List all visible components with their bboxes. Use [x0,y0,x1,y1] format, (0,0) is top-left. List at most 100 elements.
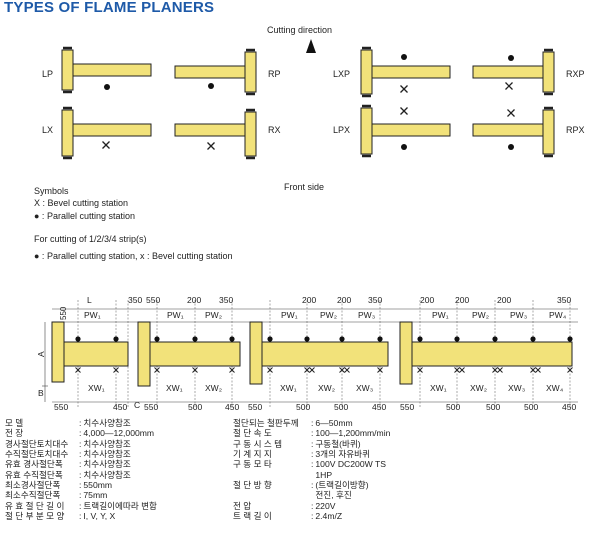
dim-xw1: XW₁ [280,383,297,393]
dim-pw1: PW₁ [84,310,101,320]
spec-row: 최소경사절단폭:550mm [5,480,113,491]
parallel-station-dot [508,144,514,150]
dim-450: 450 [372,402,386,412]
bevel-station-mark [399,106,409,116]
parallel-station-dot [208,83,214,89]
dim-xw2: XW₂ [470,383,487,393]
dim-l: L [87,295,92,305]
spec-row: 경사절단토치대수:치수사양참조 [5,438,131,449]
dim-xw1: XW₁ [88,383,105,393]
front-side-label: Front side [284,182,324,192]
dim-pw2: PW₂ [205,310,222,320]
dim-xw3: XW₃ [356,383,373,393]
strip-legend: ● : Parallel cutting station, x : Bevel … [34,251,233,261]
type-label-lxp: LXP [333,69,350,79]
planer-rpx: RPX [472,106,585,158]
spec-row: 구 동 모 타:100V DC200W TS [233,459,386,470]
spec-row: 전 장:4,000—12,000mm [5,428,155,439]
dim-200: 200 [455,295,469,305]
dim-450: 450 [562,402,576,412]
planer-lp: LP [42,46,152,94]
dim-pw1: PW₁ [432,310,449,320]
dim-550: 550 [59,306,68,320]
dim-xw2: XW₂ [205,383,222,393]
spec-row: 1HP [315,469,333,480]
dim-xw1: XW₁ [430,383,447,393]
spec-row: 절 단 속 도:100—1,200mm/min [233,428,391,439]
planer-rxp: RXP [472,48,585,96]
strip-diagram-2 [137,321,241,387]
spec-row: 수직절단토치대수:치수사양참조 [5,449,131,460]
strip-diagram-1 [51,321,129,383]
cutting-direction-label: Cutting direction [267,25,332,35]
dim-550: 550 [146,295,160,305]
dim-xw2: XW₂ [318,383,335,393]
parallel-station-dot [401,144,407,150]
dim-500: 500 [446,402,460,412]
dim-500: 500 [486,402,500,412]
dim-pw3: PW₃ [358,310,375,320]
dim-200: 200 [302,295,316,305]
strip-diagram-4 [399,321,573,385]
type-label-lpx: LPX [333,125,350,135]
dim-550: 550 [248,402,262,412]
symbol-parallel: ● : Parallel cutting station [34,211,135,221]
dim-pw4: PW₄ [549,310,567,320]
symbols-heading: Symbols [34,186,69,196]
dim-c: C [134,400,140,410]
dim-b: B [38,388,44,398]
dim-500: 500 [188,402,202,412]
cutting-direction-arrow [306,39,316,53]
bevel-station-mark [101,140,111,150]
bevel-station-mark [206,141,216,151]
dim-500: 500 [296,402,310,412]
dim-pw2: PW₂ [320,310,337,320]
page-title: TYPES OF FLAME PLANERS [4,0,215,16]
dim-pw3: PW₃ [510,310,527,320]
spec-table-right: 절단되는 철판두께:6—50mm 절 단 속 도:100—1,200mm/min… [233,418,593,521]
dim-450: 450 [113,402,127,412]
spec-row: 절단되는 철판두께:6—50mm [233,418,353,428]
bevel-station-mark [504,81,514,91]
spec-table-left: 모 델:치수사양참조 전 장:4,000—12,000mm 경사절단토치대수:치… [5,418,305,521]
type-label-lx: LX [42,125,53,135]
spec-row: 절 단 방 향:(트랙길이방향) [233,480,369,491]
spec-row: 전진, 후진 [315,490,352,501]
dim-200: 200 [420,295,434,305]
type-label-rp: RP [268,69,281,79]
parallel-station-dot [508,55,514,61]
spec-row: 유효 수직절단폭:치수사양참조 [5,469,131,480]
planer-lxp: LXP [333,46,451,98]
spec-row: 유 효 절 단 길 이:트랙길이에따라 변함 [5,500,157,511]
spec-row: 기 계 지 지:3개의 자유바퀴 [233,449,370,460]
dim-350: 350 [557,295,571,305]
parallel-station-dot [401,54,407,60]
dim-xw4: XW₄ [546,383,564,393]
dim-pw1: PW₁ [167,310,184,320]
dim-550: 550 [144,402,158,412]
spec-row: 전 압:220V [233,500,336,511]
dim-xw3: XW₃ [508,383,525,393]
dim-a: A [36,351,46,357]
bevel-station-mark [506,108,516,118]
dim-350: 350 [368,295,382,305]
dim-350: 350 [219,295,233,305]
dim-200: 200 [497,295,511,305]
bevel-station-mark [399,84,409,94]
dim-550: 550 [54,402,68,412]
type-label-rx: RX [268,125,281,135]
planer-rx: RX [174,108,281,160]
spec-row: 절 단 부 분 모 양:I, V, Y, X [5,511,116,522]
dim-500: 500 [524,402,538,412]
planer-lpx: LPX [333,104,451,158]
dim-500: 500 [334,402,348,412]
spec-row: 유효 경사절단폭:치수사양참조 [5,459,131,470]
dim-xw1: XW₁ [166,383,183,393]
spec-row: 구 동 시 스 템:구동철(바퀴) [233,438,361,449]
dim-200: 200 [187,295,201,305]
type-label-rxp: RXP [566,69,585,79]
type-label-rpx: RPX [566,125,585,135]
planer-rp: RP [174,48,281,96]
dim-pw1: PW₁ [281,310,298,320]
strip-heading: For cutting of 1/2/3/4 strip(s) [34,234,147,244]
